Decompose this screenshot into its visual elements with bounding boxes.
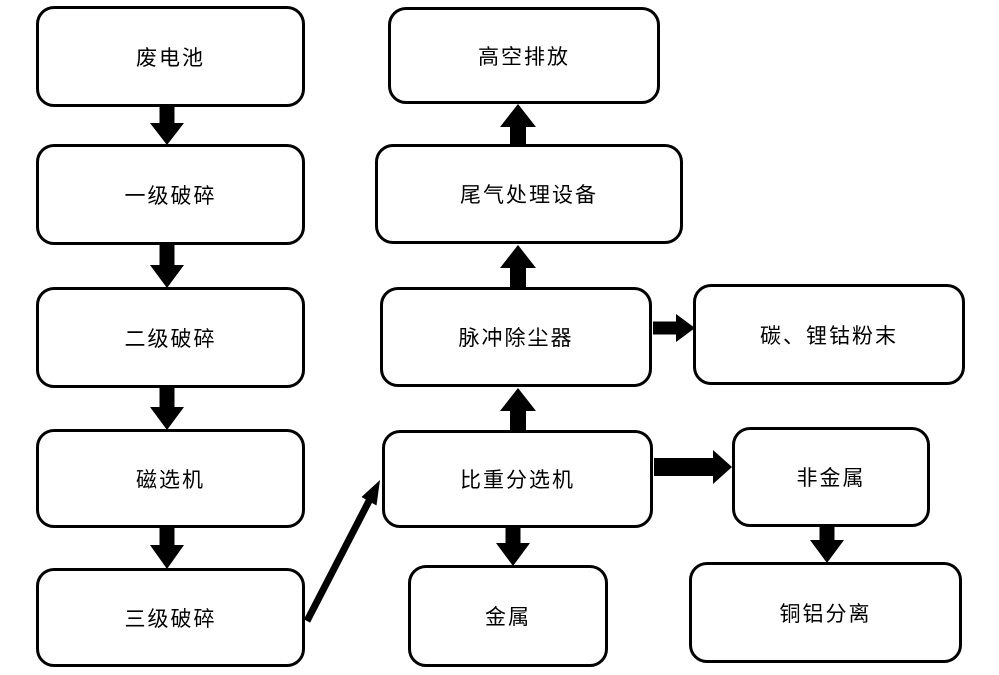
arrow-waste-battery-to-primary-crushing [150,106,184,145]
node-waste-battery: 废电池 [36,6,305,107]
node-copper-aluminum-separation: 铜铝分离 [689,562,962,663]
node-non-metal: 非金属 [732,427,930,527]
node-magnetic-separator: 磁选机 [36,429,305,528]
arrow-gravity-separator-to-metal [496,527,530,566]
arrow-magnetic-separator-to-tertiary-crushing [150,527,184,569]
arrow-gravity-separator-to-non-metal [654,450,732,484]
node-gravity-separator: 比重分选机 [382,430,653,528]
arrow-tertiary-crushing-to-gravity-separator [303,480,380,623]
arrow-primary-to-secondary-crushing [150,244,184,288]
node-primary-crushing: 一级破碎 [36,144,305,245]
arrow-pulse-dust-collector-to-carbon-powder [653,314,695,342]
arrow-pulse-dust-collector-to-exhaust-treatment [500,245,536,288]
node-exhaust-gas-treatment: 尾气处理设备 [375,144,683,244]
node-secondary-crushing: 二级破碎 [36,287,305,388]
node-carbon-lithium-cobalt-powder: 碳、锂钴粉末 [693,284,965,385]
node-metal: 金属 [408,565,608,667]
arrow-gravity-separator-to-pulse-dust-collector [500,388,536,431]
arrow-non-metal-to-copper-aluminum [810,526,844,563]
node-tertiary-crushing: 三级破碎 [36,568,305,667]
node-high-altitude-discharge: 高空排放 [388,7,660,104]
node-pulse-dust-collector: 脉冲除尘器 [380,287,652,387]
arrow-exhaust-treatment-to-high-altitude-discharge [500,104,536,146]
arrow-secondary-crushing-to-magnetic-separator [150,387,184,430]
